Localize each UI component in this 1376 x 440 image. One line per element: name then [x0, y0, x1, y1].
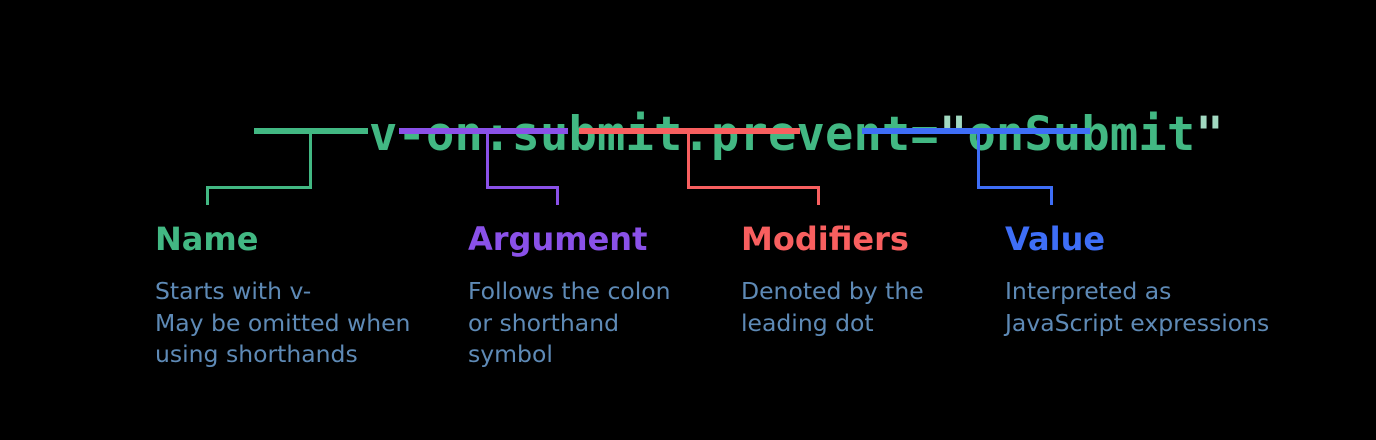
- modifiers-underline: [579, 128, 800, 134]
- name-description: Starts with v- May be omitted when using…: [155, 277, 411, 368]
- argument-connector-horizontal: [486, 186, 559, 189]
- argument-description: Follows the colon or shorthand symbol: [468, 277, 671, 368]
- modifiers-connector-vertical: [687, 134, 690, 188]
- argument-label: Argument: [468, 220, 648, 258]
- modifiers-connector-horizontal: [687, 186, 820, 189]
- argument-connector-drop: [556, 186, 559, 205]
- value-connector-drop: [1050, 186, 1053, 205]
- argument-connector-vertical: [486, 134, 489, 188]
- code-close-quote: ": [1195, 107, 1224, 162]
- value-underline: [862, 128, 1090, 134]
- modifiers-connector-drop: [817, 186, 820, 205]
- modifiers-description: Denoted by the leading dot: [741, 277, 924, 337]
- directive-code: v-on:submit.prevent="onSubmit": [255, 64, 1224, 205]
- name-connector-vertical: [309, 134, 312, 188]
- code-directive-part: v-on:submit.prevent=: [369, 107, 939, 162]
- name-underline: [254, 128, 368, 134]
- value-connector-vertical: [977, 134, 980, 188]
- value-description: Interpreted as JavaScript expressions: [1005, 277, 1270, 337]
- name-connector-horizontal: [206, 186, 312, 189]
- modifiers-label: Modifiers: [741, 220, 909, 258]
- code-open-quote: ": [938, 107, 968, 162]
- code-value-part: onSubmit: [967, 107, 1196, 162]
- name-connector-drop: [206, 186, 209, 205]
- name-label: Name: [155, 220, 259, 258]
- value-connector-horizontal: [977, 186, 1053, 189]
- argument-underline: [399, 128, 568, 134]
- value-label: Value: [1005, 220, 1106, 258]
